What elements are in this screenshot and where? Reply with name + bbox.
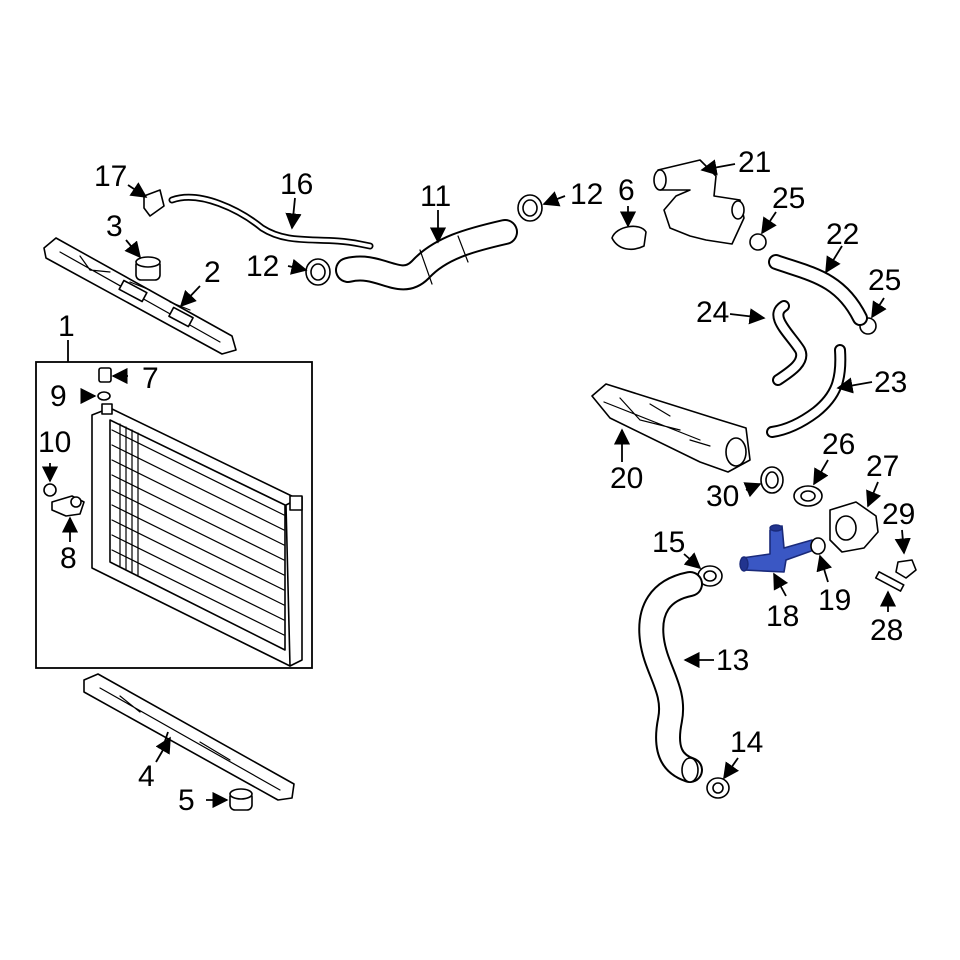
- lower-hose-clamp-upper: [683, 552, 723, 587]
- callout-11: 11: [420, 180, 451, 213]
- callout-7: 7: [142, 362, 159, 395]
- gasket: [743, 466, 784, 498]
- upper-radiator-hose: [335, 210, 518, 291]
- callout-23: 23: [874, 366, 907, 399]
- callout-22: 22: [826, 218, 859, 251]
- hose-clip: [127, 182, 165, 217]
- callout-18: 18: [766, 600, 799, 633]
- callout-24: 24: [696, 296, 729, 329]
- lower-radiator-hose: [638, 571, 714, 783]
- callout-17: 17: [94, 160, 127, 193]
- nut: [894, 529, 917, 579]
- water-pipe-highlighted[interactable]: [739, 524, 815, 597]
- overflow-tube: [168, 193, 374, 250]
- thermostat-cover: [611, 206, 647, 251]
- callout-20: 20: [610, 462, 643, 495]
- hose-clamp-right: [517, 191, 566, 222]
- water-hose: [766, 344, 873, 438]
- callout-16: 16: [280, 168, 313, 201]
- water-outlet-housing: [653, 159, 745, 245]
- callout-26: 26: [822, 428, 855, 461]
- lower-support-bracket: [83, 673, 295, 801]
- callout-14: 14: [730, 726, 763, 759]
- drain-cock: [51, 495, 85, 542]
- thermostat: [793, 459, 829, 507]
- callout-1: 1: [58, 310, 75, 343]
- callout-25-lower: 25: [868, 264, 901, 297]
- bypass-hose: [768, 245, 868, 326]
- callout-27: 27: [866, 450, 899, 483]
- small-hose: [729, 300, 808, 386]
- callout-12-right: 12: [570, 178, 603, 211]
- callout-6: 6: [618, 174, 635, 207]
- upper-support-bracket: [43, 237, 237, 355]
- callout-15: 15: [652, 526, 685, 559]
- callout-29: 29: [882, 498, 915, 531]
- o-ring: [80, 387, 111, 405]
- callout-5: 5: [178, 784, 195, 817]
- callout-21: 21: [738, 146, 771, 179]
- radiator-core: [91, 403, 303, 667]
- hose-clamp-left: [287, 258, 331, 286]
- upper-cushion: [124, 239, 161, 281]
- small-o-ring: [41, 463, 59, 497]
- callout-9: 9: [50, 380, 67, 413]
- callout-30: 30: [706, 480, 739, 513]
- callout-4: 4: [138, 760, 155, 793]
- water-inlet: [829, 481, 882, 553]
- callout-2: 2: [204, 256, 221, 289]
- callout-12-left: 12: [246, 250, 279, 283]
- callout-19: 19: [818, 584, 851, 617]
- callout-8: 8: [60, 542, 77, 575]
- callout-3: 3: [106, 210, 123, 243]
- callout-13: 13: [716, 644, 749, 677]
- stud: [874, 570, 905, 612]
- small-clamp-upper: [749, 211, 777, 251]
- lower-hose-clamp-bottom: [706, 757, 739, 799]
- callout-25-upper: 25: [772, 182, 805, 215]
- callout-10: 10: [38, 426, 71, 459]
- drain-plug: [98, 367, 128, 385]
- radiator-assembly-box: [35, 340, 313, 669]
- water-inlet-housing: [591, 383, 751, 473]
- lower-cushion: [206, 788, 253, 811]
- callout-28: 28: [870, 614, 903, 647]
- pipe-o-ring: [810, 537, 833, 583]
